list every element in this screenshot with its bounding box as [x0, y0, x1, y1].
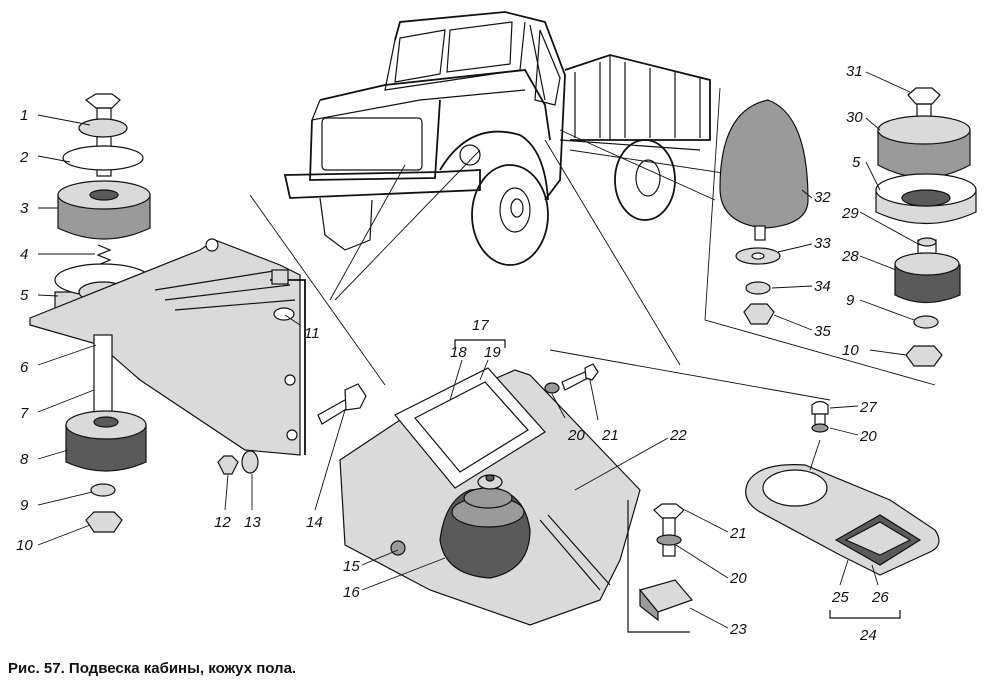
right-upper-leaders: [771, 71, 921, 356]
label-18: 18: [450, 344, 467, 361]
label-16: 16: [343, 584, 360, 601]
label-34: 34: [814, 278, 831, 295]
figure-caption: Рис. 57. Подвеска кабины, кожух пола.: [8, 660, 297, 677]
label-24: 24: [859, 627, 877, 644]
label-32: 32: [814, 189, 831, 206]
label-8: 8: [20, 451, 29, 468]
label-21b: 21: [729, 525, 747, 542]
label-2: 2: [19, 149, 29, 166]
label-1: 1: [20, 107, 28, 124]
label-10: 10: [16, 537, 33, 554]
label-17: 17: [472, 317, 489, 334]
label-13: 13: [244, 514, 261, 531]
label-5b: 5: [852, 154, 861, 171]
center-leaders: [361, 339, 729, 629]
label-14: 14: [306, 514, 323, 531]
label-28: 28: [841, 248, 859, 265]
label-15: 15: [343, 558, 360, 575]
floor-cover: [339, 363, 694, 633]
part-labels: 1 2 3 4 5 6 7 8 9 10 11 12 13 14 15 16 1…: [16, 63, 889, 644]
label-35: 35: [814, 323, 831, 340]
label-22: 22: [669, 427, 687, 444]
floor-plate: [745, 400, 940, 619]
label-9b: 9: [846, 292, 855, 309]
label-19: 19: [484, 344, 501, 361]
right-upper-mount: [719, 87, 977, 367]
truck-leader-lines: [249, 87, 936, 401]
label-3: 3: [20, 200, 29, 217]
label-27: 27: [859, 399, 877, 416]
label-20b: 20: [729, 570, 747, 587]
label-26: 26: [871, 589, 889, 606]
label-6: 6: [20, 359, 29, 376]
label-23: 23: [729, 621, 747, 638]
label-4: 4: [20, 246, 28, 263]
label-10b: 10: [842, 342, 859, 359]
label-20a: 20: [567, 427, 585, 444]
label-5: 5: [20, 287, 29, 304]
truck-illustration: [283, 11, 711, 266]
label-21a: 21: [601, 427, 619, 444]
label-11: 11: [304, 325, 320, 342]
left-cab-mount: [29, 93, 367, 533]
label-30: 30: [846, 109, 863, 126]
label-25: 25: [831, 589, 849, 606]
label-7: 7: [20, 405, 29, 422]
label-12: 12: [214, 514, 231, 531]
label-33: 33: [814, 235, 831, 252]
right-lower-leaders: [809, 405, 879, 586]
label-9: 9: [20, 497, 29, 514]
label-29: 29: [841, 205, 859, 222]
left-leaders: [37, 114, 346, 546]
label-31: 31: [846, 63, 863, 80]
label-20c: 20: [859, 428, 877, 445]
